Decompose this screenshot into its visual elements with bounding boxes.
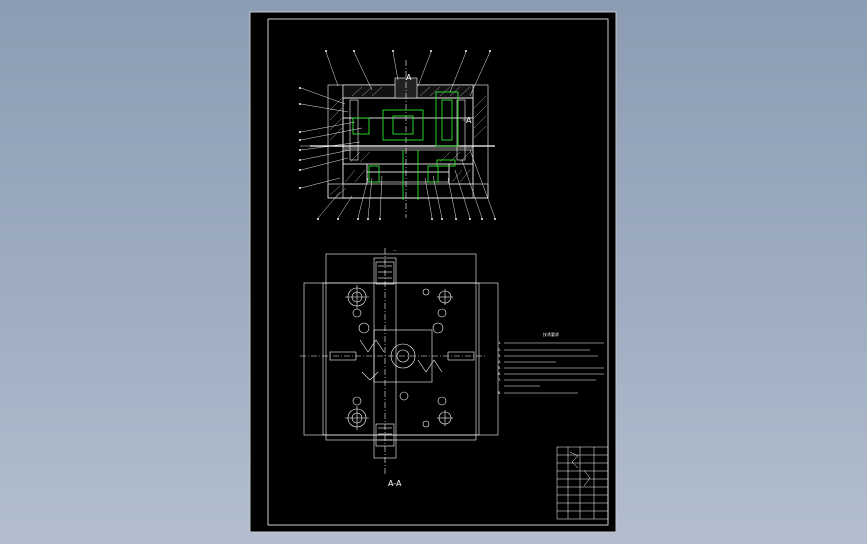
note-3: 3.	[498, 354, 501, 358]
section-marker-right: A	[466, 116, 472, 125]
balloon-dots	[299, 50, 496, 220]
note-8: 8.	[498, 391, 501, 395]
plan-view	[300, 248, 499, 475]
note-7: 7.	[498, 378, 501, 382]
notes-title: 技术要求	[543, 331, 559, 337]
section-label: A-A	[388, 479, 402, 488]
drawing-sheet	[249, 11, 617, 533]
section-marker-top: A	[406, 73, 412, 82]
note-4: 4.	[498, 360, 501, 364]
dimension-label: —	[393, 248, 397, 252]
note-6: 6.	[498, 372, 501, 376]
balloon-leaders	[300, 51, 496, 219]
drawing-frame	[267, 18, 609, 526]
section-view	[300, 60, 495, 218]
technical-notes: 技术要求 1. 2. 3. 4. 5. 6. 7. 8.	[498, 331, 604, 395]
note-5: 5.	[498, 366, 501, 370]
cavity-highlight	[352, 91, 459, 200]
title-block	[556, 446, 609, 520]
note-2: 2.	[498, 348, 501, 352]
note-1: 1.	[498, 341, 501, 345]
